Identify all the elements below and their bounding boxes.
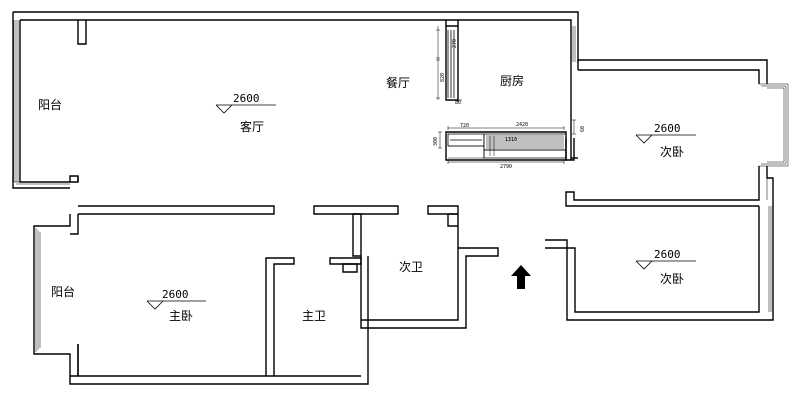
room-label-master-bath: 主卫: [302, 309, 326, 323]
room-label-kitchen: 厨房: [500, 73, 524, 88]
up-arrow-icon: [511, 265, 531, 289]
dim-720: 720: [460, 123, 469, 129]
room-label-second-bath: 次卫: [399, 260, 423, 274]
dimension-lines: [436, 26, 576, 164]
room-label-dining: 餐厅: [386, 75, 410, 90]
dim-2790: 2790: [500, 164, 512, 170]
elevation-second-bedroom-top: 2600: [654, 122, 681, 135]
kitchen-partition: [445, 26, 567, 161]
dimension-texts: 270 820 80 720 2420 2790 60 300 1310: [433, 39, 586, 170]
room-label-second-bedroom-top: 次卧: [660, 145, 684, 159]
dim-80: 80: [455, 100, 461, 106]
dim-2420: 2420: [516, 122, 528, 128]
room-label-master-bedroom: 主卧: [169, 309, 193, 323]
room-label-living: 客厅: [240, 119, 264, 134]
elevation-second-bedroom-bottom: 2600: [654, 248, 681, 261]
room-label-balcony-bottom: 阳台: [51, 284, 75, 299]
elevation-living: 2600: [233, 92, 260, 105]
room-label-second-bedroom-bottom: 次卧: [660, 272, 684, 286]
dim-820: 820: [440, 73, 446, 82]
dim-1310: 1310: [505, 137, 517, 143]
elevation-master-bedroom: 2600: [162, 288, 189, 301]
room-labels: 客厅 餐厅 厨房 阳台 阳台 主卧 主卫 次卫 次卧 次卧: [38, 73, 684, 323]
exterior-walls: [12, 11, 789, 385]
room-label-balcony-top: 阳台: [38, 97, 62, 112]
elevation-markers: 2600 2600 2600 2600: [146, 92, 696, 310]
dim-270: 270: [452, 39, 458, 48]
dim-60: 60: [580, 126, 586, 132]
dim-300: 300: [433, 137, 439, 146]
